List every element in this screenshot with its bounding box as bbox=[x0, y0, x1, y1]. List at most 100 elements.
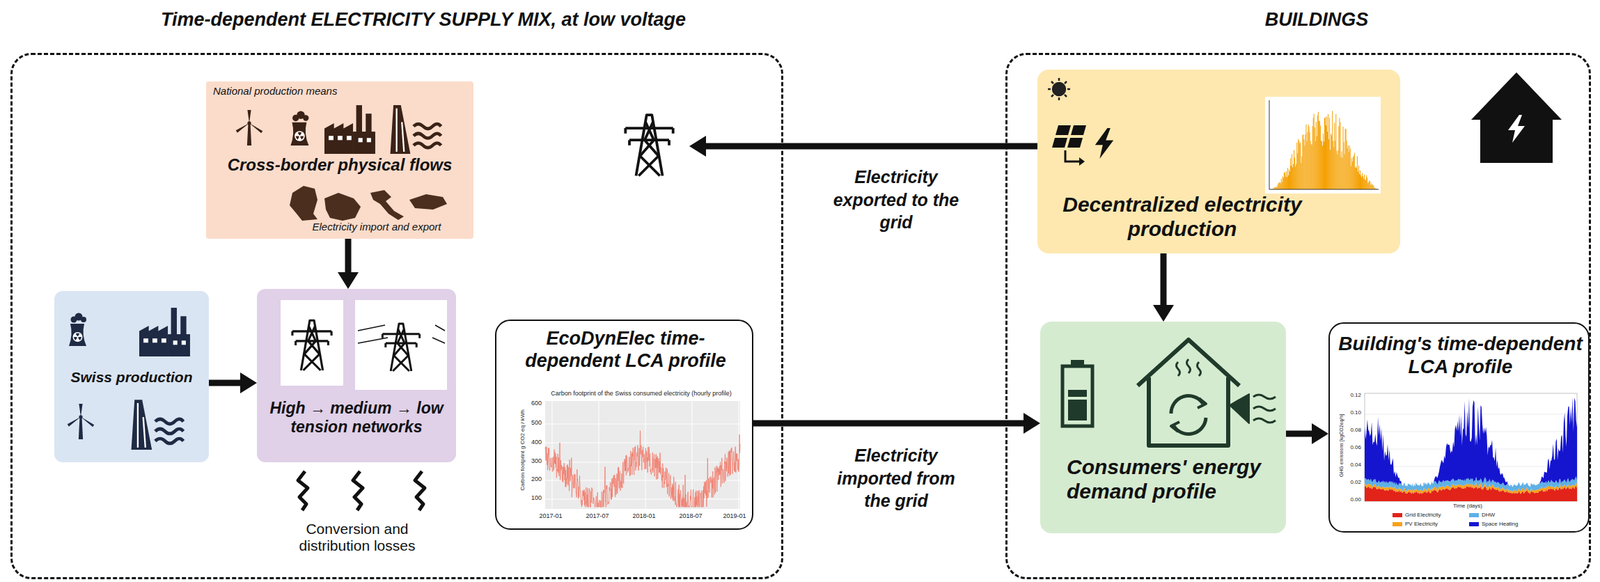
pv-bar bbox=[1313, 114, 1315, 191]
pv-bar bbox=[1299, 142, 1301, 190]
pv-bar bbox=[1290, 158, 1291, 191]
pv-bar bbox=[1336, 151, 1337, 190]
pv-bar bbox=[1344, 154, 1346, 191]
caption-text: National production means bbox=[213, 84, 422, 98]
production-box: Swiss production bbox=[54, 291, 209, 463]
legend-text: Space Heating bbox=[1481, 521, 1518, 528]
pv-bar bbox=[1276, 186, 1278, 190]
bolt-icon bbox=[1095, 128, 1114, 159]
pv-bar bbox=[1339, 122, 1341, 190]
pv-bar bbox=[1290, 165, 1292, 190]
pv-bar bbox=[1345, 128, 1347, 190]
pv-bar bbox=[1363, 178, 1364, 190]
pv-bar bbox=[1347, 145, 1349, 190]
pv-bar bbox=[1366, 177, 1368, 190]
pv-bar bbox=[1312, 126, 1314, 190]
pv-bar bbox=[1304, 145, 1305, 190]
pv-bar bbox=[1295, 166, 1296, 190]
box-title: Decentralized electricity production bbox=[1042, 192, 1322, 242]
arrow-shaft bbox=[703, 143, 1038, 150]
pv-bar bbox=[1372, 184, 1374, 190]
pv-bar bbox=[1308, 124, 1309, 190]
pv-bar bbox=[1359, 170, 1361, 190]
pv-bar bbox=[1321, 141, 1323, 190]
axis-title: Time (days) bbox=[1439, 502, 1496, 509]
pv-bar bbox=[1350, 148, 1351, 190]
pv-bar bbox=[1294, 157, 1296, 190]
pv-bar bbox=[1320, 140, 1322, 190]
legend-swatch bbox=[1469, 513, 1479, 518]
pv-bar bbox=[1343, 142, 1345, 190]
pv-bar bbox=[1345, 128, 1346, 190]
tick-label: 2017-07 bbox=[579, 512, 615, 520]
pv-bar bbox=[1317, 115, 1319, 190]
loss-squiggles bbox=[297, 471, 425, 511]
pv-bar bbox=[1332, 140, 1334, 190]
arrow-head bbox=[337, 272, 359, 289]
pylon-pictures bbox=[280, 300, 447, 390]
flow-arrow bbox=[208, 372, 257, 394]
pv-bar bbox=[1370, 183, 1372, 191]
pv-bar bbox=[1276, 186, 1277, 190]
pv-bar bbox=[1340, 157, 1341, 191]
box-title: High → medium → low tension networks bbox=[261, 398, 452, 437]
pv-box: Decentralized electricity production bbox=[1037, 69, 1401, 254]
pv-bar bbox=[1360, 175, 1362, 190]
country-shapes bbox=[289, 185, 447, 221]
network-pictures bbox=[256, 288, 457, 463]
chart-panel bbox=[1364, 393, 1578, 502]
pv-bar bbox=[1357, 155, 1358, 190]
tick-label: 0.08 bbox=[1343, 426, 1362, 434]
pv-bar bbox=[1283, 172, 1285, 190]
pv-bar bbox=[1353, 155, 1355, 190]
solar-panel-icon bbox=[1052, 125, 1087, 166]
pv-bar bbox=[1303, 139, 1305, 190]
pv-bar bbox=[1373, 185, 1374, 190]
legend-item: DHW bbox=[1469, 512, 1495, 519]
pv-bar bbox=[1320, 126, 1321, 191]
pv-bar bbox=[1309, 132, 1311, 190]
pv-bar bbox=[1351, 158, 1353, 190]
pv-bar bbox=[1316, 136, 1318, 190]
pv-bar bbox=[1329, 149, 1331, 190]
pv-bar bbox=[1365, 180, 1367, 190]
pv-bar bbox=[1325, 125, 1327, 190]
tick-label: 0.04 bbox=[1343, 461, 1362, 468]
pv-bar bbox=[1302, 135, 1303, 190]
tick-label: 0.06 bbox=[1343, 444, 1362, 451]
pv-bar bbox=[1331, 110, 1333, 190]
tick-label: 0.12 bbox=[1343, 391, 1362, 399]
house-icon bbox=[1471, 72, 1562, 163]
flow-arrow bbox=[1285, 423, 1329, 445]
sun-icon bbox=[1047, 77, 1071, 101]
pv-bar bbox=[1296, 142, 1298, 190]
pv-bar bbox=[1342, 158, 1344, 190]
pv-bar bbox=[1350, 166, 1352, 191]
pv-bar bbox=[1288, 175, 1289, 190]
arrow-shaft bbox=[208, 380, 243, 387]
chart-title: Carbon footprint of the Swiss consumed e… bbox=[529, 389, 753, 397]
pv-bar bbox=[1295, 164, 1297, 191]
pv-bar bbox=[1323, 141, 1325, 190]
pv-bar bbox=[1328, 139, 1330, 190]
tick-label: 200 bbox=[524, 475, 542, 483]
arrow-shaft bbox=[1285, 430, 1315, 438]
pv-bar bbox=[1305, 124, 1307, 190]
pv-bar bbox=[1371, 184, 1373, 190]
box-title: BUILDINGS bbox=[1007, 9, 1600, 32]
footprint-line bbox=[545, 430, 741, 508]
pv-bar bbox=[1298, 140, 1300, 190]
pv-bar bbox=[1292, 163, 1294, 190]
arrow-head bbox=[1153, 304, 1174, 322]
legend-text: PV Electricity bbox=[1405, 521, 1438, 528]
pv-bar bbox=[1288, 169, 1290, 190]
pv-bar bbox=[1368, 180, 1370, 190]
pv-bar bbox=[1300, 162, 1302, 190]
pv-bar bbox=[1359, 174, 1360, 190]
tick-label: 400 bbox=[524, 438, 542, 446]
pv-bar bbox=[1306, 141, 1308, 190]
flow-arrow bbox=[689, 135, 1038, 157]
pv-bar bbox=[1354, 167, 1356, 190]
building-chart bbox=[1329, 323, 1591, 535]
pv-bar bbox=[1322, 133, 1324, 190]
